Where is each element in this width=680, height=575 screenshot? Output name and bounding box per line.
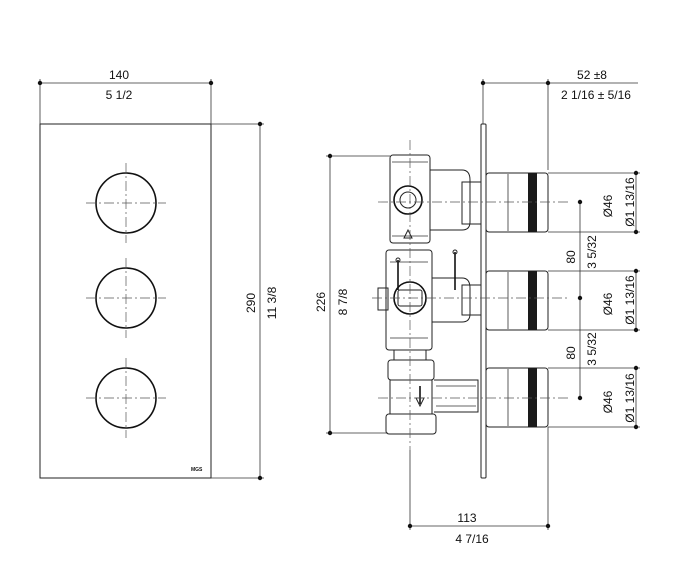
diameter-top-in-label: Ø1 13/16 (623, 177, 637, 227)
diameter-bottom-in-label: Ø1 13/16 (623, 373, 637, 423)
body-height-dimension: 226 8 7/8 (314, 153, 390, 436)
front-knob-top (86, 163, 166, 243)
front-knob-bottom (86, 358, 166, 438)
spacing-upper-mm-label: 80 (564, 250, 578, 264)
side-knob-middle (485, 270, 549, 331)
width-dimension: 140 5 1/2 (37, 68, 214, 124)
front-view: MGS 140 5 1/2 290 11 3/8 (37, 68, 279, 481)
spacing-lower-mm-label: 80 (564, 346, 578, 360)
body-height-mm-label: 226 (314, 292, 328, 312)
spacing-upper-in-label: 3 5/32 (585, 235, 599, 269)
diameter-bottom-mm-label: Ø46 (601, 390, 615, 413)
diameter-dimension-top: Ø46 Ø1 13/16 (548, 170, 640, 235)
side-view: 52 ±8 2 1/16 ± 5/16 226 8 7/8 80 3 5/32 … (314, 68, 640, 546)
plate-logo: MGS (191, 467, 203, 473)
diameter-dimension-middle: Ø46 Ø1 13/16 (548, 268, 640, 333)
projection-mm-label: 52 ±8 (577, 68, 607, 82)
projection-dimension: 52 ±8 2 1/16 ± 5/16 (480, 68, 638, 170)
height-dimension: 290 11 3/8 (211, 121, 279, 481)
depth-mm-label: 113 (457, 511, 476, 525)
depth-dimension: 113 4 7/16 (407, 427, 551, 546)
diameter-middle-mm-label: Ø46 (601, 292, 615, 315)
width-in-label: 5 1/2 (106, 88, 133, 102)
height-in-label: 11 3/8 (265, 286, 279, 319)
diameter-dimension-bottom: Ø46 Ø1 13/16 (548, 365, 640, 430)
height-mm-label: 290 (244, 293, 258, 313)
spacing-lower-in-label: 3 5/32 (585, 332, 599, 366)
diameter-middle-in-label: Ø1 13/16 (623, 275, 637, 325)
diameter-top-mm-label: Ø46 (601, 194, 615, 217)
width-mm-label: 140 (109, 68, 129, 82)
valve-body-middle (377, 249, 482, 351)
side-knob-bottom (485, 367, 549, 428)
side-wall-plate (480, 123, 487, 479)
projection-in-label: 2 1/16 ± 5/16 (561, 88, 631, 102)
valve-body-bottom (385, 349, 479, 435)
spacing-dimension: 80 3 5/32 80 3 5/32 (564, 199, 599, 401)
valve-body-top (389, 154, 482, 244)
front-knob-middle (86, 258, 166, 338)
body-height-in-label: 8 7/8 (336, 288, 350, 315)
front-plate (39, 123, 212, 479)
side-knob-top (485, 172, 549, 233)
depth-in-label: 4 7/16 (455, 532, 489, 546)
